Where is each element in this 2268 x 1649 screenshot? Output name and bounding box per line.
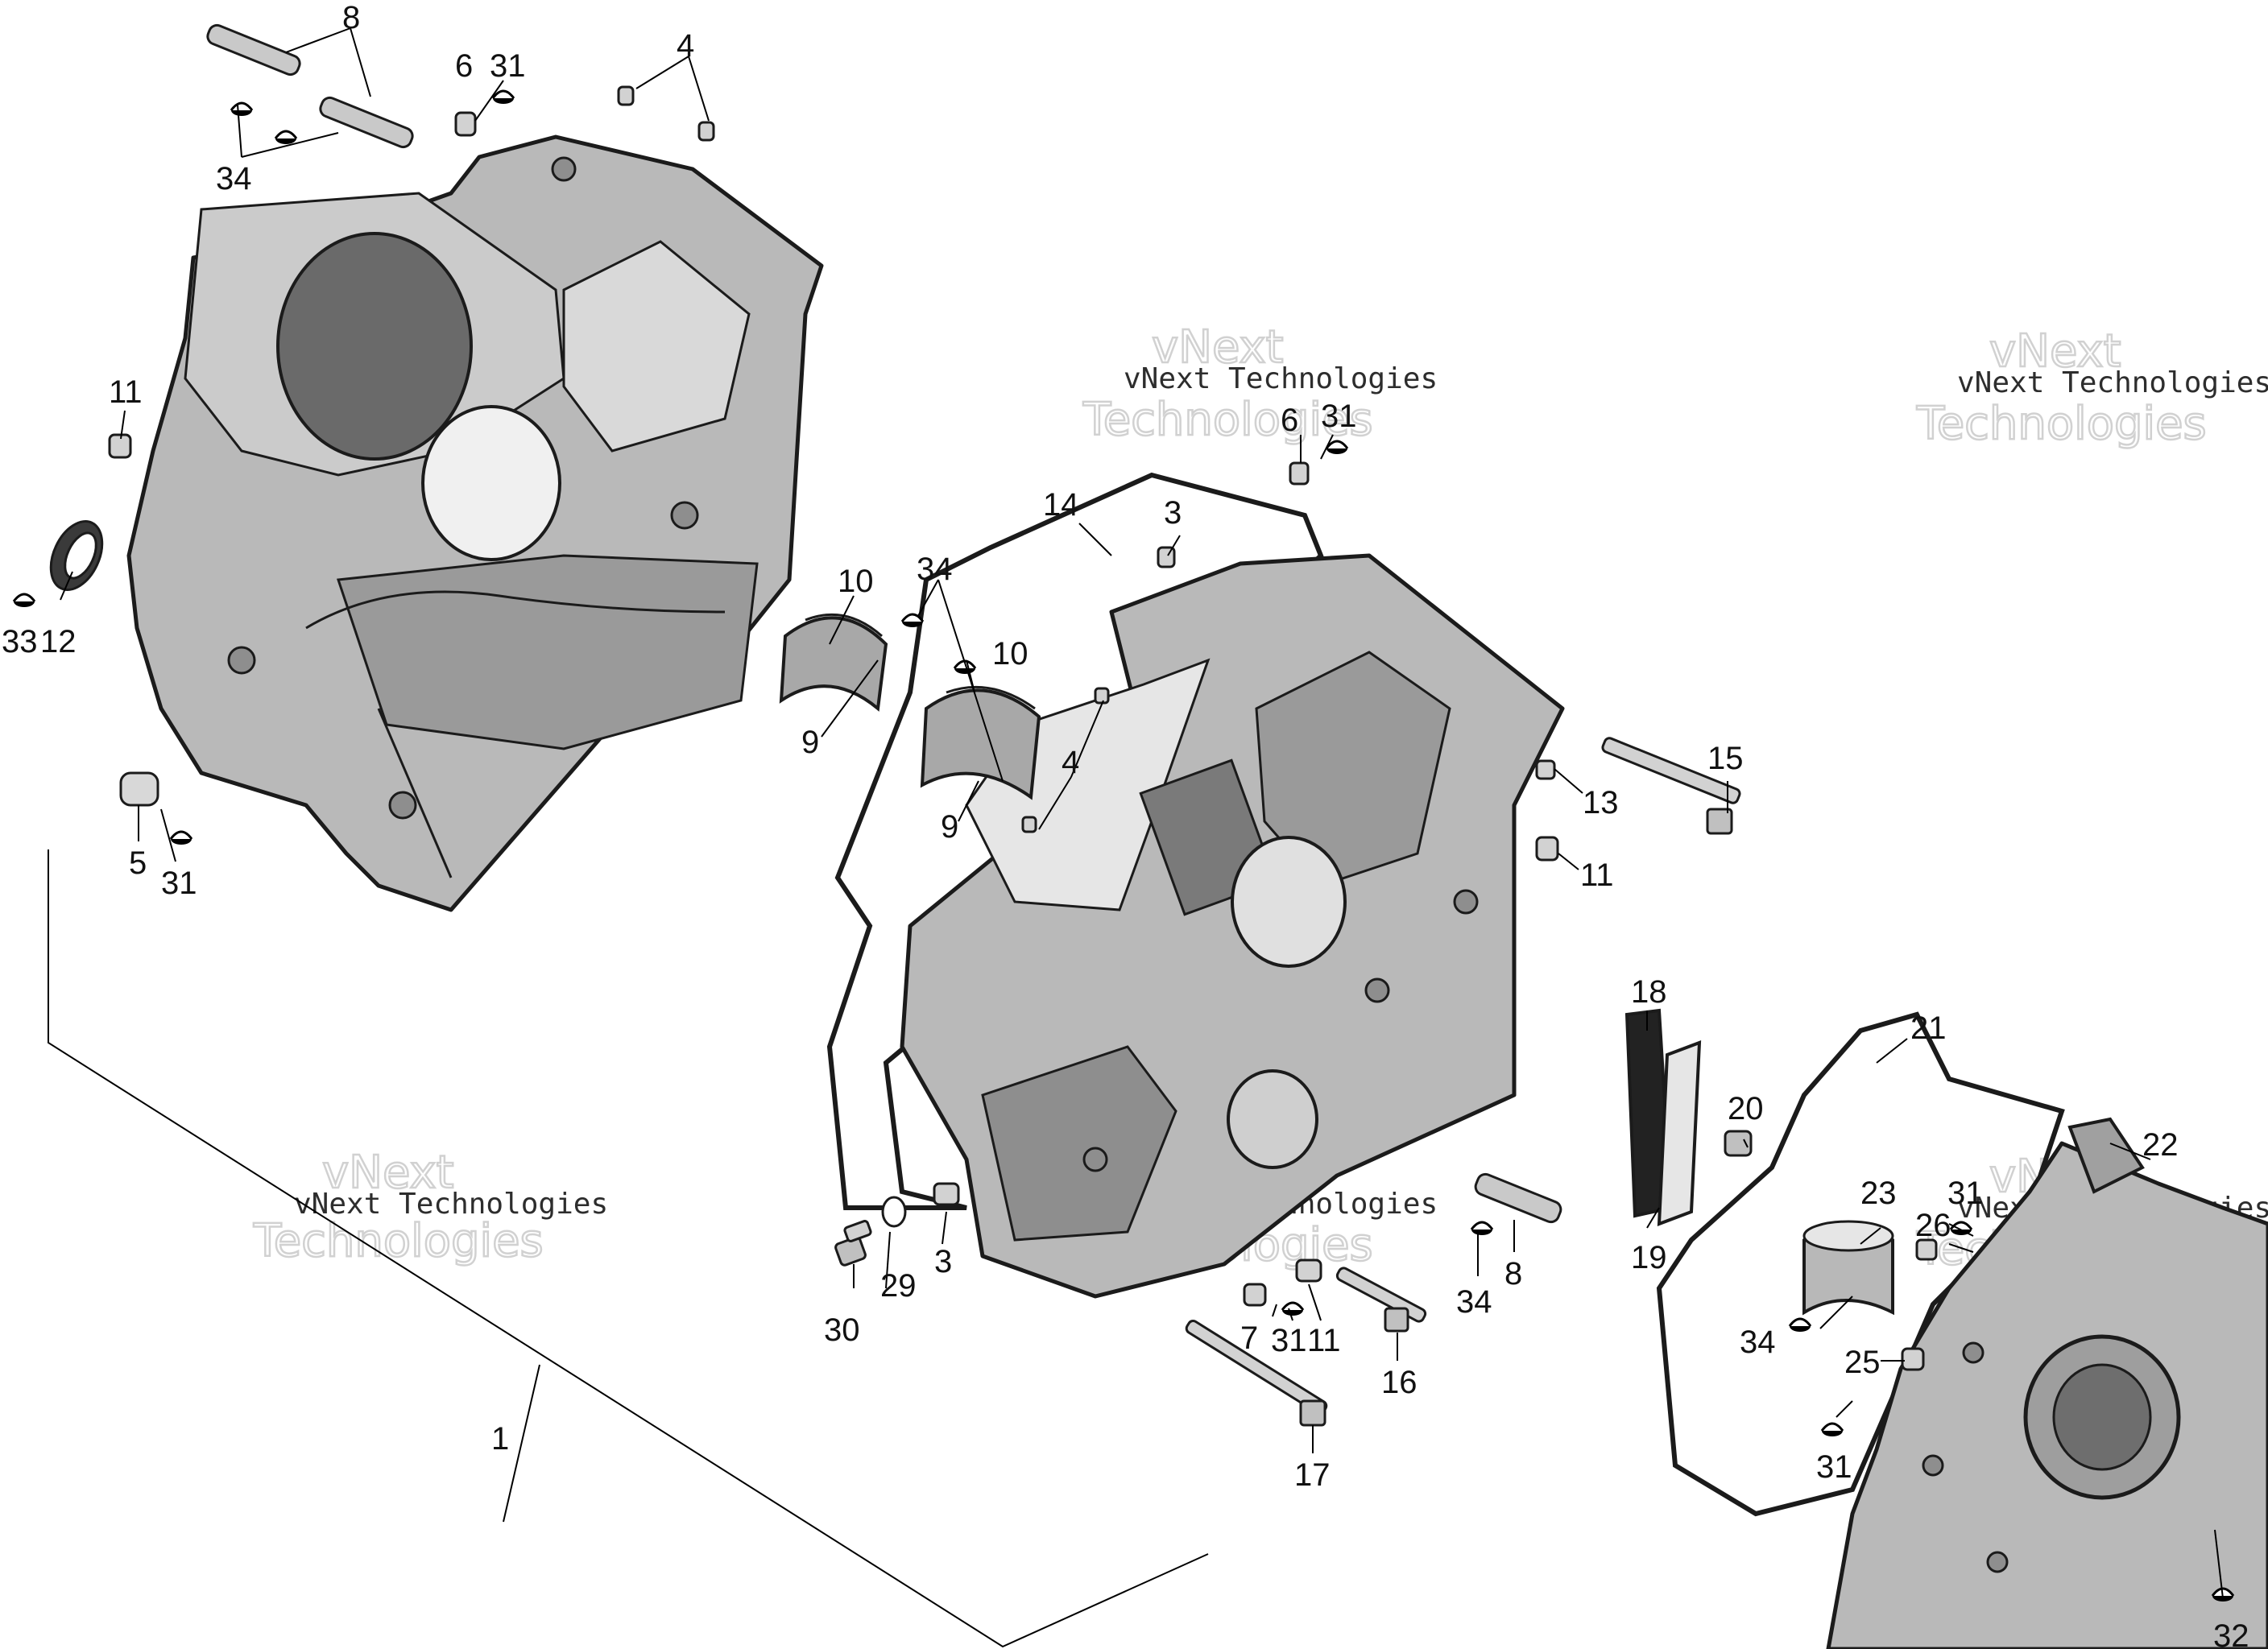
callout-10: 10 xyxy=(838,564,874,599)
callout-31: 31 xyxy=(1321,399,1357,434)
callout-10: 10 xyxy=(992,636,1028,672)
callout-30: 30 xyxy=(824,1312,860,1348)
callout-34: 34 xyxy=(216,161,252,196)
callout-19: 19 xyxy=(1631,1240,1667,1275)
dowel-pins-8-top xyxy=(206,23,414,149)
callout-6: 6 xyxy=(455,48,473,84)
callout-17: 17 xyxy=(1294,1457,1331,1493)
pin-4-center-a xyxy=(1094,687,1110,705)
bolt-30 xyxy=(834,1220,872,1267)
callout-26: 26 xyxy=(1915,1208,1951,1243)
callout-29: 29 xyxy=(880,1268,917,1304)
callout-31: 31 xyxy=(490,48,526,84)
callout-15: 15 xyxy=(1707,741,1744,776)
leader-lines xyxy=(48,27,2224,1648)
lubricant-drop-icon xyxy=(12,593,36,609)
callout-31: 31 xyxy=(161,866,197,901)
watermark-text: vNext xyxy=(322,1147,454,1199)
callout-25: 25 xyxy=(1844,1345,1881,1380)
dowel-25 xyxy=(1901,1347,1925,1371)
lubricant-drop-icon xyxy=(1788,1317,1812,1333)
lubricant-drop-icon xyxy=(1281,1301,1305,1317)
callout-4: 4 xyxy=(1062,745,1079,780)
watermark-text: vNext Technologies xyxy=(1124,362,1438,395)
dowel-6-center xyxy=(1289,461,1310,486)
bearing-10-9-a xyxy=(779,613,888,712)
pin-4-center-b xyxy=(1021,816,1037,833)
callout-34: 34 xyxy=(1456,1284,1492,1320)
oil-seal-12 xyxy=(49,520,104,591)
right-side-cover xyxy=(1656,1011,2268,1649)
callout-11: 11 xyxy=(1307,1323,1341,1358)
callout-6: 6 xyxy=(1281,403,1298,438)
dowel-7 xyxy=(1243,1283,1267,1307)
callout-16: 16 xyxy=(1381,1365,1418,1400)
callout-7: 7 xyxy=(1240,1320,1258,1356)
lubricant-drop-icon xyxy=(274,130,298,146)
pin-4-top-a xyxy=(617,85,635,106)
callout-3: 3 xyxy=(1164,495,1182,531)
lubricant-drop-icon xyxy=(169,830,193,846)
lubricant-drop-icon xyxy=(230,101,254,118)
callout-3: 3 xyxy=(934,1244,952,1279)
bolt-16 xyxy=(1335,1267,1427,1333)
bearing-10-9-b xyxy=(920,685,1041,800)
callout-9: 9 xyxy=(801,725,819,760)
dowel-11-left xyxy=(108,433,132,459)
oil-pump-cover-18 xyxy=(1624,1008,1702,1226)
watermark-text: Technologies xyxy=(1082,394,1373,446)
lubricant-drop-icon xyxy=(1470,1221,1494,1237)
pin-3-bottom xyxy=(933,1182,960,1206)
callout-31: 31 xyxy=(1947,1176,1984,1211)
callout-34: 34 xyxy=(1740,1325,1776,1360)
dowel-6-top xyxy=(454,111,477,137)
lubricant-drop-icon xyxy=(491,89,515,105)
dowel-13 xyxy=(1535,759,1556,780)
callout-33: 33 xyxy=(2,624,38,659)
lubricant-drop-icon xyxy=(1820,1422,1844,1438)
callout-22: 22 xyxy=(2142,1127,2179,1163)
callout-12: 12 xyxy=(40,624,77,659)
callout-5: 5 xyxy=(129,845,147,881)
callout-18: 18 xyxy=(1631,974,1667,1010)
bolt-15 xyxy=(1601,737,1741,835)
dowel-11-bottom xyxy=(1295,1258,1322,1283)
dowel-5 xyxy=(119,771,159,807)
callout-34: 34 xyxy=(917,552,953,587)
callout-32: 32 xyxy=(2213,1618,2249,1649)
watermark-text: Technologies xyxy=(253,1215,544,1267)
callout-1: 1 xyxy=(491,1421,509,1457)
callout-11: 11 xyxy=(109,374,143,410)
dowel-8-right xyxy=(1474,1172,1562,1224)
watermark-text: vNext xyxy=(1989,325,2121,378)
watermark-text: Technologies xyxy=(1916,398,2207,450)
bolt-20 xyxy=(1724,1130,1753,1157)
callout-13: 13 xyxy=(1583,785,1619,820)
callout-31: 31 xyxy=(1816,1449,1852,1485)
left-crankcase-half xyxy=(126,134,824,912)
callout-8: 8 xyxy=(342,0,360,35)
bearing-23 xyxy=(1802,1220,1894,1316)
callout-20: 20 xyxy=(1728,1091,1764,1126)
callout-23: 23 xyxy=(1860,1176,1897,1211)
callout-31: 31 xyxy=(1271,1323,1307,1358)
callout-9: 9 xyxy=(941,809,958,845)
callout-4: 4 xyxy=(677,28,694,64)
watermark-text: vNext Technologies xyxy=(1957,366,2268,399)
dowel-26 xyxy=(1915,1238,1938,1261)
watermark-text: vNext Technologies xyxy=(294,1188,608,1221)
center-crankcase-half xyxy=(826,472,1565,1299)
pin-4-top-b xyxy=(697,121,715,142)
dowel-11-right xyxy=(1535,836,1559,862)
callout-11: 11 xyxy=(1580,858,1614,893)
callout-8: 8 xyxy=(1504,1256,1522,1292)
lubricant-drop-icon xyxy=(900,613,925,629)
washer-29 xyxy=(881,1196,907,1228)
watermark-text: vNext xyxy=(1152,321,1284,374)
callout-21: 21 xyxy=(1910,1010,1947,1046)
callout-14: 14 xyxy=(1043,487,1079,523)
